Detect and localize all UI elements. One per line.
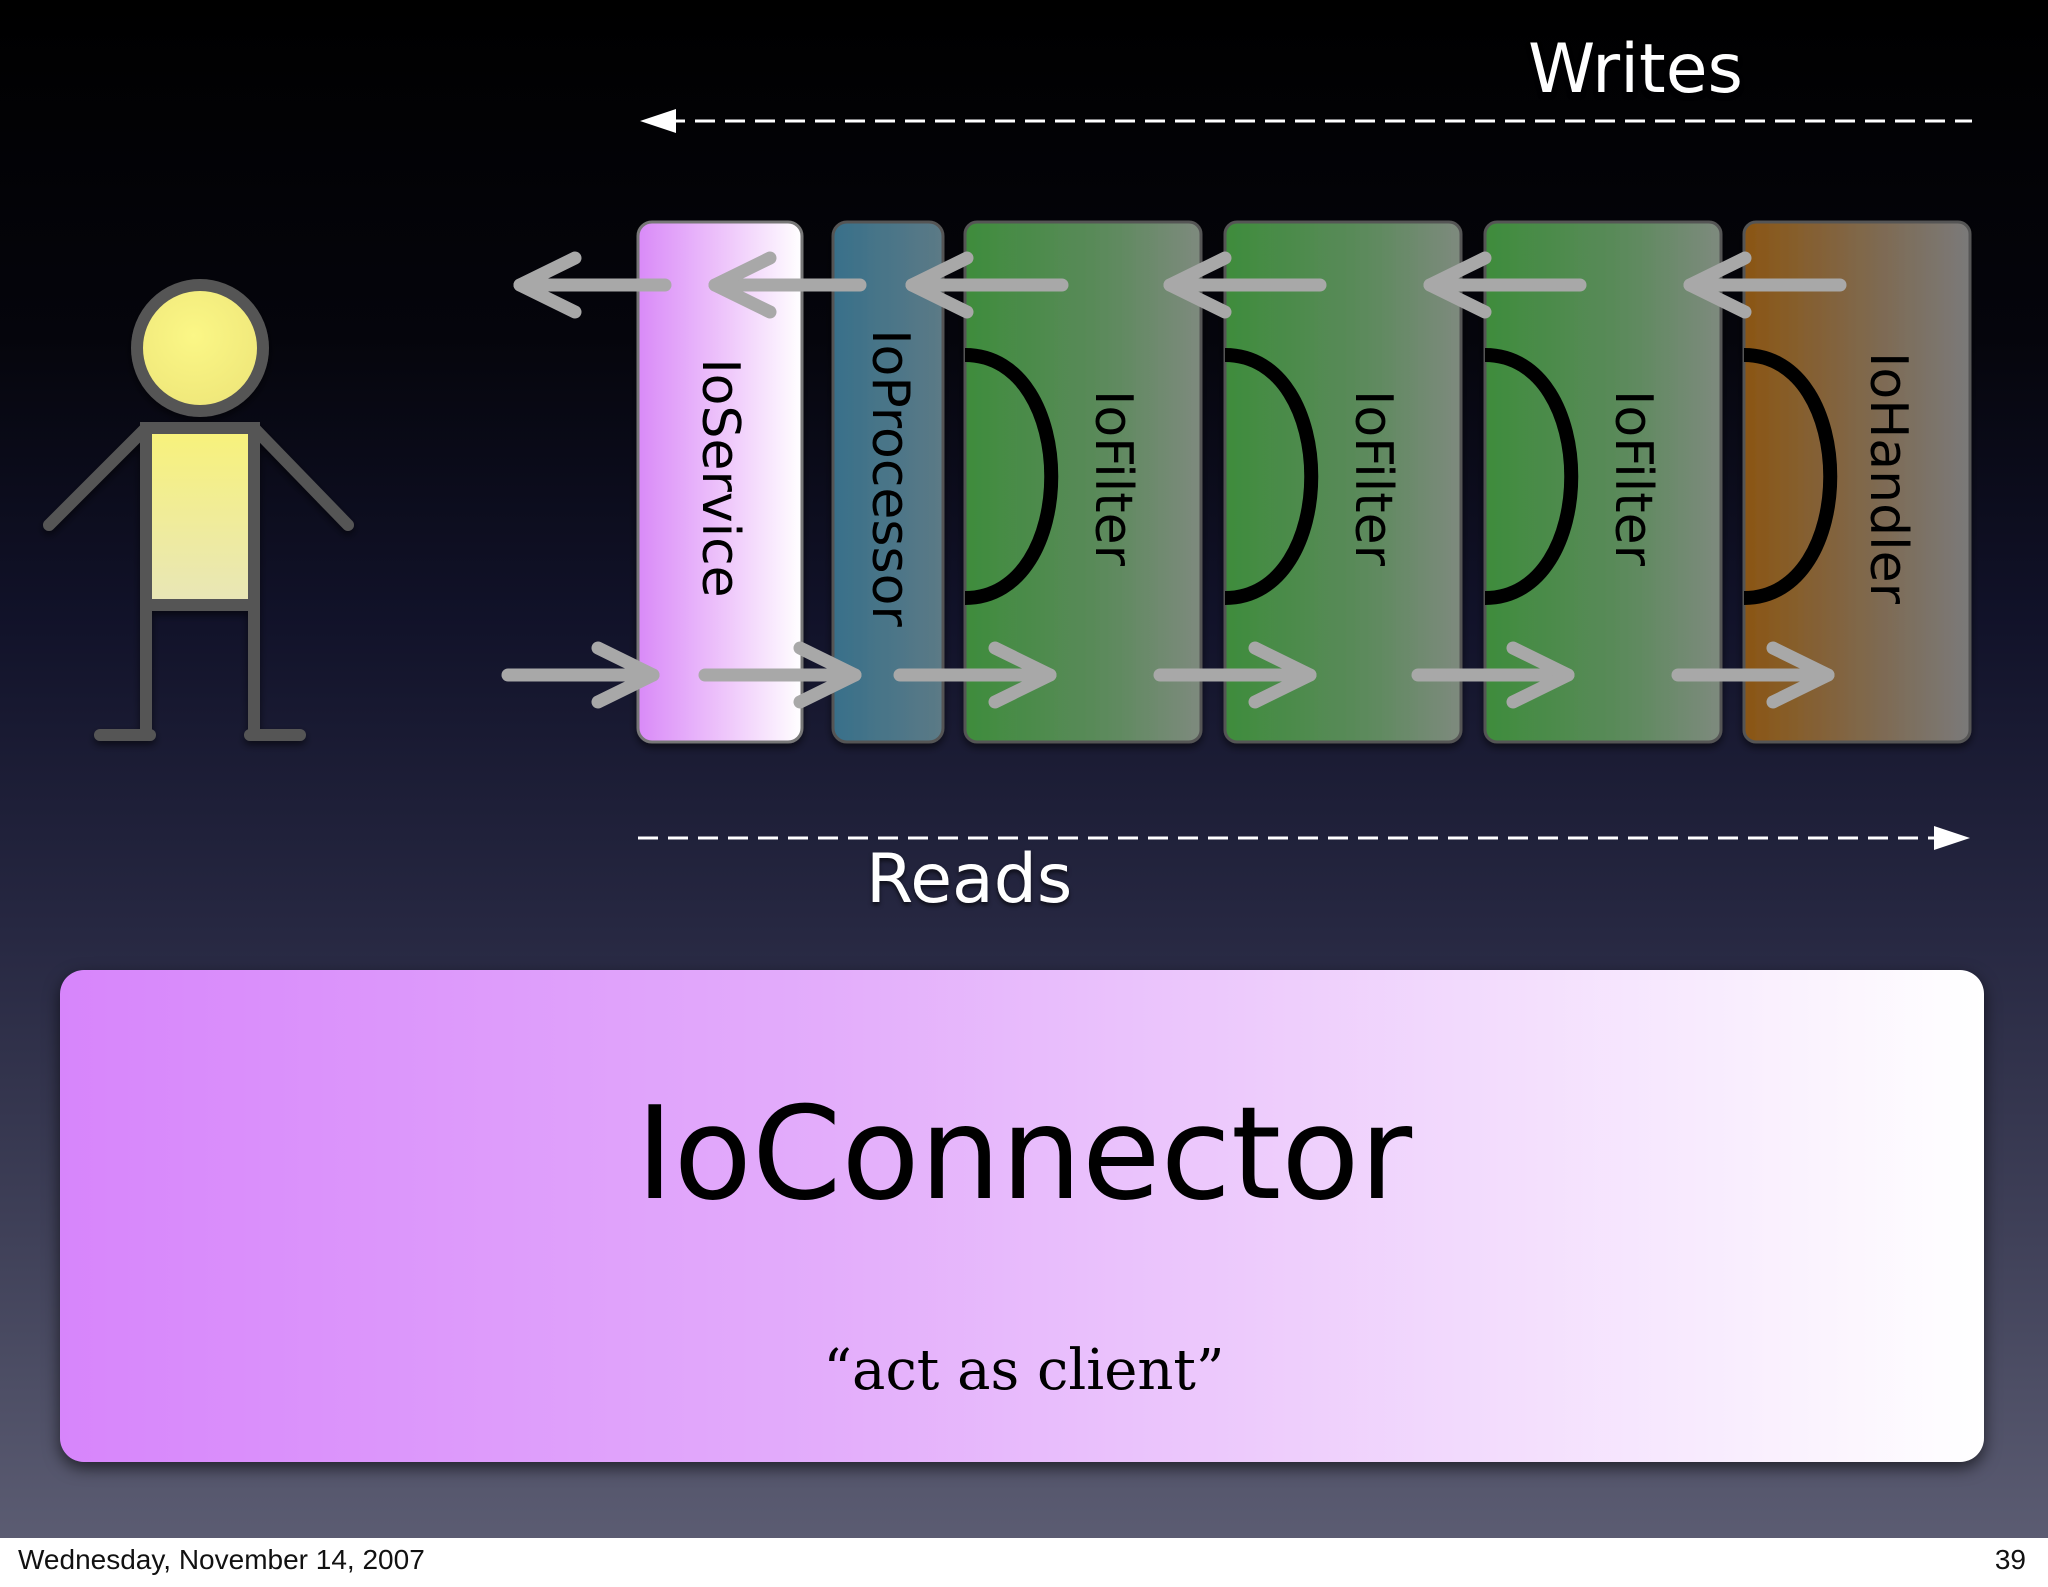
label-iofilter-2: IoFilter [1343, 390, 1403, 566]
component-ioservice [636, 220, 804, 744]
arrow-right-icon [501, 641, 660, 709]
pipeline-diagram [43, 109, 1972, 850]
writes-label: Writes [1528, 30, 1743, 109]
label-iofilter-3: IoFilter [1603, 390, 1663, 566]
arrow-left-icon [905, 251, 1069, 319]
arrow-left-icon [708, 251, 867, 319]
arrow-left-icon [1163, 251, 1327, 319]
writes-arrowhead-icon [640, 109, 676, 133]
reads-label: Reads [866, 840, 1073, 919]
arrow-right-icon [1411, 641, 1575, 709]
component-iofilter-1 [963, 220, 1203, 744]
component-iofilter-3 [1483, 220, 1723, 744]
arrow-left-icon [513, 251, 672, 319]
component-iohandler [1742, 220, 1972, 744]
component-ioprocessor [831, 220, 945, 744]
read-arrows [501, 641, 1835, 709]
label-ioservice: IoService [690, 358, 750, 598]
footer: Wednesday, November 14, 2007 39 [0, 1538, 2048, 1587]
arrow-right-icon [893, 641, 1057, 709]
slide: Writes Reads IoService IoProcessor IoFil… [0, 0, 2048, 1538]
arrow-right-icon [1153, 641, 1317, 709]
user-figure-icon [43, 279, 354, 741]
label-iohandler: IoHandler [1858, 352, 1918, 604]
arrow-left-icon [1683, 251, 1847, 319]
label-iofilter-1: IoFilter [1083, 390, 1143, 566]
ioconnector-subtitle: “act as client” [823, 1338, 1225, 1403]
component-iofilter-2 [1223, 220, 1463, 744]
label-ioprocessor: IoProcessor [860, 329, 920, 627]
reads-arrowhead-icon [1934, 826, 1970, 850]
arrow-left-icon [1423, 251, 1587, 319]
arrow-right-icon [1671, 641, 1835, 709]
write-arrows [513, 251, 1847, 319]
ioconnector-box [60, 970, 1984, 1462]
ioconnector-title: IoConnector [635, 1080, 1413, 1229]
footer-date: Wednesday, November 14, 2007 [18, 1544, 425, 1575]
footer-page-number: 39 [1994, 1544, 2026, 1575]
arrow-right-icon [698, 641, 862, 709]
